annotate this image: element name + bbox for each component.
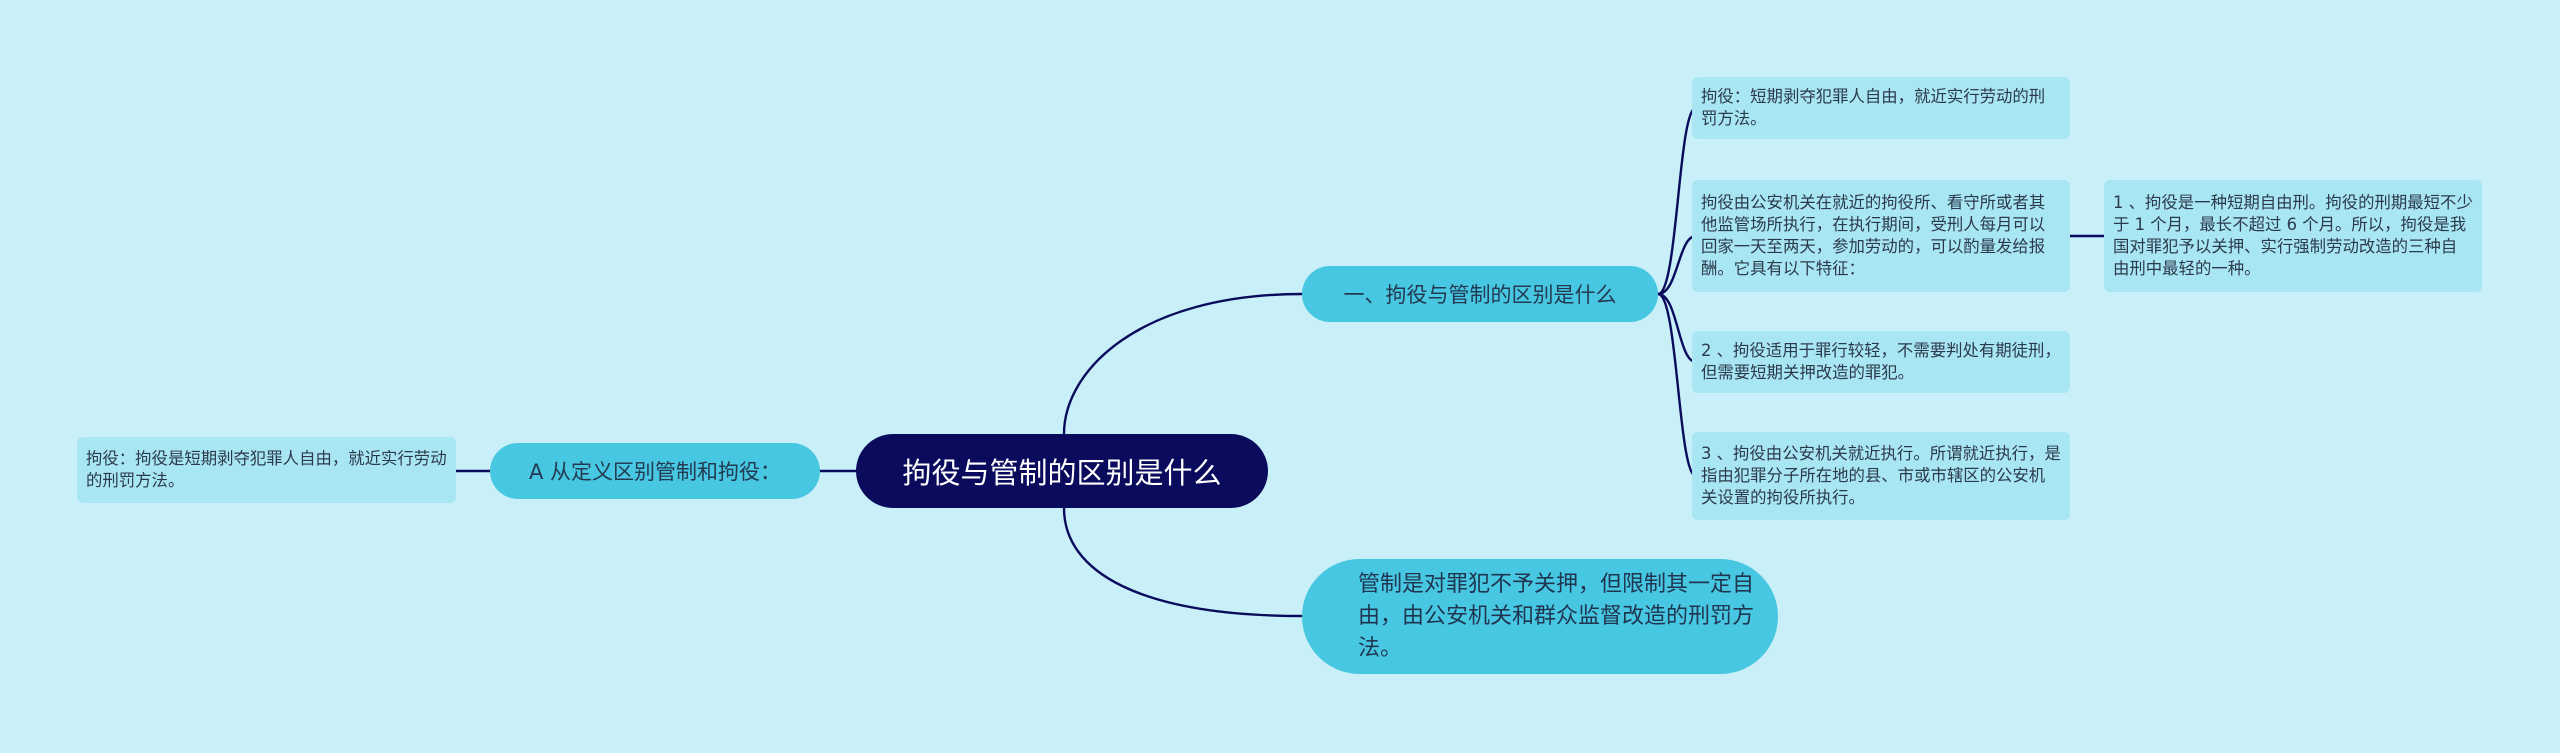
- link-root-diff: [1062, 292, 1304, 436]
- leaf-juyi-definition-text: 拘役：短期剥夺犯罪人自由，就近实行劳动的刑罚方法。: [1701, 87, 2046, 128]
- link-diff-leaf2: [1656, 234, 1698, 296]
- root-topic[interactable]: 拘役与管制的区别是什么: [856, 434, 1268, 508]
- leaf-feature-2[interactable]: 2 、拘役适用于罪行较轻，不需要判处有期徒刑，但需要短期关押改造的罪犯。: [1692, 331, 2070, 393]
- link-diff-leaf4: [1656, 292, 1698, 478]
- branch-definition[interactable]: A 从定义区别管制和拘役：: [490, 443, 820, 499]
- leaf-feature-3[interactable]: 3 、拘役由公安机关就近执行。所谓就近执行，是指由犯罪分子所在地的县、市或市辖区…: [1692, 432, 2070, 520]
- link-root-guanzhi: [1062, 506, 1304, 618]
- leaf-juyi-definition-left[interactable]: 拘役：拘役是短期剥夺犯罪人自由，就近实行劳动的刑罚方法。: [77, 437, 456, 503]
- leaf-feature-3-text: 3 、拘役由公安机关就近执行。所谓就近执行，是指由犯罪分子所在地的县、市或市辖区…: [1701, 444, 2061, 507]
- link-diff-leaf1: [1656, 106, 1698, 296]
- branch-guanzhi-text: 管制是对罪犯不予关押，但限制其一定自由，由公安机关和群众监督改造的刑罚方法。: [1358, 571, 1755, 661]
- branch-difference[interactable]: 一、拘役与管制的区别是什么: [1302, 266, 1658, 322]
- leaf-juyi-execution-text: 拘役由公安机关在就近的拘役所、看守所或者其他监管场所执行，在执行期间，受刑人每月…: [1701, 193, 2046, 278]
- link-diff-leaf3: [1656, 292, 1698, 364]
- leaf-feature-2-text: 2 、拘役适用于罪行较轻，不需要判处有期徒刑，但需要短期关押改造的罪犯。: [1701, 341, 2061, 382]
- branch-definition-label: A 从定义区别管制和拘役：: [528, 460, 782, 484]
- leaf-juyi-definition-left-text: 拘役：拘役是短期剥夺犯罪人自由，就近实行劳动的刑罚方法。: [86, 449, 447, 490]
- leaf-feature-1[interactable]: 1 、拘役是一种短期自由刑。拘役的刑期最短不少于 1 个月，最长不超过 6 个月…: [2104, 180, 2482, 292]
- root-topic-label: 拘役与管制的区别是什么: [902, 456, 1222, 490]
- leaf-juyi-execution[interactable]: 拘役由公安机关在就近的拘役所、看守所或者其他监管场所执行，在执行期间，受刑人每月…: [1692, 180, 2070, 292]
- branch-guanzhi[interactable]: 管制是对罪犯不予关押，但限制其一定自由，由公安机关和群众监督改造的刑罚方法。: [1302, 559, 1778, 674]
- leaf-feature-1-text: 1 、拘役是一种短期自由刑。拘役的刑期最短不少于 1 个月，最长不超过 6 个月…: [2113, 193, 2473, 278]
- leaf-juyi-definition[interactable]: 拘役：短期剥夺犯罪人自由，就近实行劳动的刑罚方法。: [1692, 77, 2070, 139]
- branch-difference-label: 一、拘役与管制的区别是什么: [1343, 283, 1617, 307]
